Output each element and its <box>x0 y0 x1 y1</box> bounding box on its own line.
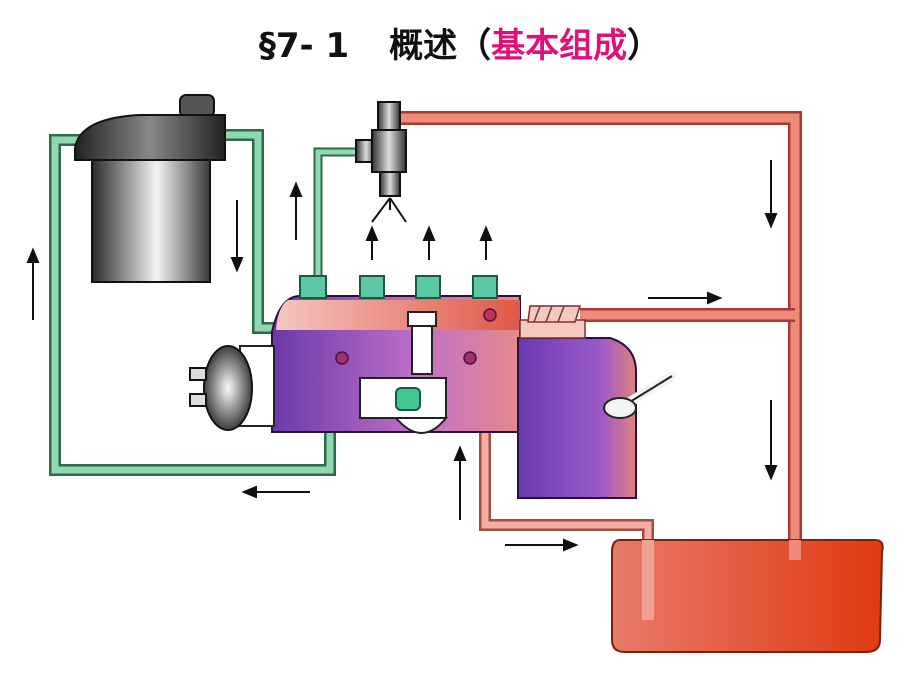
fuel-filter-icon <box>74 94 226 283</box>
arrow-left-icon <box>241 485 310 499</box>
transfer-pump-icon <box>359 377 449 434</box>
arrow-up-icon <box>479 225 493 260</box>
arrow-up-icon <box>422 225 436 260</box>
governor-icon <box>517 305 677 499</box>
arrow-right-icon <box>648 291 723 305</box>
section-number: §7- 1 <box>258 26 350 66</box>
arrow-down-icon <box>230 200 244 273</box>
title-highlight: 基本组成 <box>491 26 628 66</box>
arrow-up-icon <box>289 181 303 240</box>
timer-coupling-icon <box>189 345 275 431</box>
arrow-up-icon <box>26 247 40 320</box>
arrow-up-icon <box>365 225 379 260</box>
flow-arrows <box>26 160 778 552</box>
arrow-right-icon <box>505 538 579 552</box>
slide-title: §7- 1 概述（基本组成） <box>0 18 920 67</box>
title-close: ） <box>627 26 662 66</box>
injector-icon <box>355 101 407 223</box>
fuel-tank-icon <box>611 539 884 653</box>
arrow-down-icon <box>764 400 778 481</box>
arrow-down-icon <box>764 160 778 229</box>
arrow-up-icon <box>453 445 467 520</box>
injection-pump-icon <box>271 275 521 433</box>
title-main: 概述（ <box>389 26 492 66</box>
